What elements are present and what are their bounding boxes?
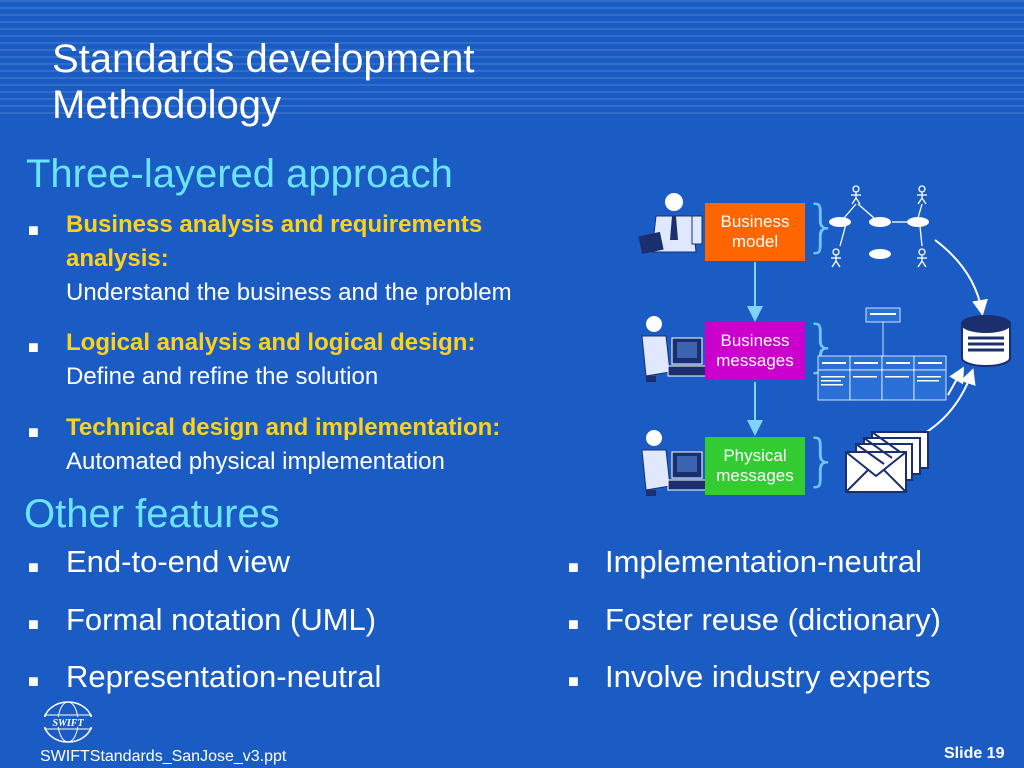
section-heading-three-layered: Three-layered approach — [26, 152, 453, 196]
feature-foster-reuse: Foster reuse (dictionary) — [605, 602, 941, 637]
bullet-icon: ■ — [568, 614, 579, 634]
layer-label-line1: Business — [720, 212, 790, 231]
slide-title: Standards development Methodology — [52, 36, 475, 128]
bullet-icon: ■ — [28, 614, 39, 634]
database-icon — [961, 315, 1011, 367]
bullet-bold-text: Logical analysis and logical design: — [66, 329, 476, 356]
envelope-stack-icon — [845, 431, 929, 493]
feature-end-to-end: End-to-end view — [66, 544, 291, 579]
bullet-technical-design: Technical design and implementation: Aut… — [66, 411, 646, 479]
bullet-icon: ■ — [28, 337, 39, 357]
computer-user-icon — [641, 316, 709, 382]
layer-label-line2: messages — [716, 351, 794, 370]
businessman-icon — [638, 193, 703, 255]
feature-industry-experts: Involve industry experts — [605, 659, 931, 694]
feature-representation-neutral: Representation-neutral — [66, 659, 382, 694]
layer-connectors — [747, 239, 988, 441]
layer-business-messages: Business messages — [705, 322, 805, 380]
computer-user-icon — [641, 430, 709, 496]
bullet-icon: ■ — [28, 557, 39, 577]
arrow-model-to-db — [934, 239, 988, 316]
bullet-bold-text-2: analysis: — [66, 245, 169, 272]
title-line-1: Standards development — [52, 37, 475, 81]
use-case-diagram-icon — [829, 185, 929, 268]
bullet-icon: ■ — [28, 220, 39, 240]
layer-physical-messages: Physical messages — [705, 437, 805, 495]
bullet-bold-text: Technical design and implementation: — [66, 414, 501, 441]
bullet-icon: ■ — [568, 671, 579, 691]
layer-business-model: Business model — [705, 203, 805, 261]
svg-text:SWIFT: SWIFT — [52, 718, 84, 729]
layer-label-line1: Physical — [723, 446, 787, 465]
arrow-messages-to-db — [947, 366, 964, 396]
bullet-text: Understand the business and the problem — [66, 279, 512, 306]
slide-number: Slide 19 — [944, 745, 1005, 762]
class-diagram-icon — [817, 307, 947, 401]
bullet-text: Define and refine the solution — [66, 363, 379, 390]
brace-icon: } — [804, 428, 840, 493]
bullet-icon: ■ — [568, 557, 579, 577]
bullet-text: Automated physical implementation — [66, 448, 445, 475]
brace-icon: } — [804, 194, 840, 259]
swift-logo-icon: SWIFT — [42, 701, 94, 743]
layer-label-line2: messages — [716, 466, 794, 485]
layer-label-line1: Business — [720, 331, 790, 350]
title-line-2: Methodology — [52, 83, 282, 127]
section-heading-other-features: Other features — [24, 492, 280, 536]
bullet-icon: ■ — [28, 422, 39, 442]
layer-label-line2: model — [731, 232, 779, 251]
bullet-logical-analysis: Logical analysis and logical design: Def… — [66, 326, 646, 394]
bullet-bold-text: Business analysis and requirements — [66, 211, 483, 238]
bullet-business-analysis: Business analysis and requirements analy… — [66, 208, 646, 310]
feature-formal-notation: Formal notation (UML) — [66, 602, 377, 637]
feature-implementation-neutral: Implementation-neutral — [605, 544, 923, 579]
footer-filename: SWIFTStandards_SanJose_v3.ppt — [40, 748, 287, 765]
bullet-icon: ■ — [28, 671, 39, 691]
